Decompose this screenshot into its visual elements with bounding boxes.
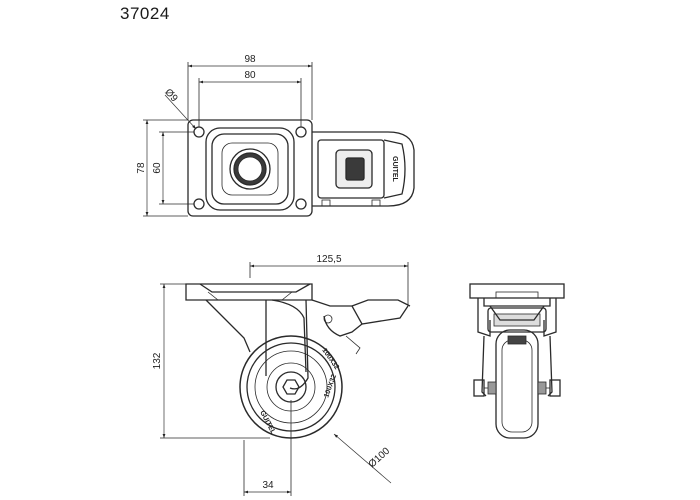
part-number: 37024	[120, 4, 170, 23]
side-view: 100X32 GUITEL 100X32 125,5 132 34 Ø100	[152, 254, 411, 496]
dim-98: 98	[244, 54, 256, 65]
top-view: GUITEL 98 80 Ø9 78 60	[136, 54, 415, 217]
bolt-hole	[193, 198, 205, 210]
bolt-hole	[295, 126, 307, 138]
dim-dia100: Ø100	[367, 445, 393, 470]
bolt-hole	[295, 198, 307, 210]
dim-line-hole	[164, 94, 197, 130]
dim-78: 78	[136, 162, 147, 174]
dim-125-5: 125,5	[316, 254, 341, 265]
dim-34: 34	[262, 480, 274, 491]
dim-hole: Ø9	[162, 87, 179, 105]
dim-132: 132	[152, 352, 163, 369]
kingpin-hub	[229, 148, 271, 190]
top-plate-front	[469, 283, 565, 299]
brake-pedal-side	[311, 299, 411, 355]
brand-logo: GUITEL	[391, 156, 398, 182]
axle-nut	[282, 379, 300, 395]
fork-arm	[205, 299, 251, 353]
brake-housing-top: GUITEL	[312, 131, 415, 207]
front-view	[469, 283, 565, 439]
mounting-plate	[187, 119, 313, 217]
dim-line-dia100	[333, 433, 392, 484]
dim-60: 60	[152, 162, 163, 174]
dim-80: 80	[244, 70, 256, 81]
ribbed-swivel-housing	[205, 127, 295, 211]
